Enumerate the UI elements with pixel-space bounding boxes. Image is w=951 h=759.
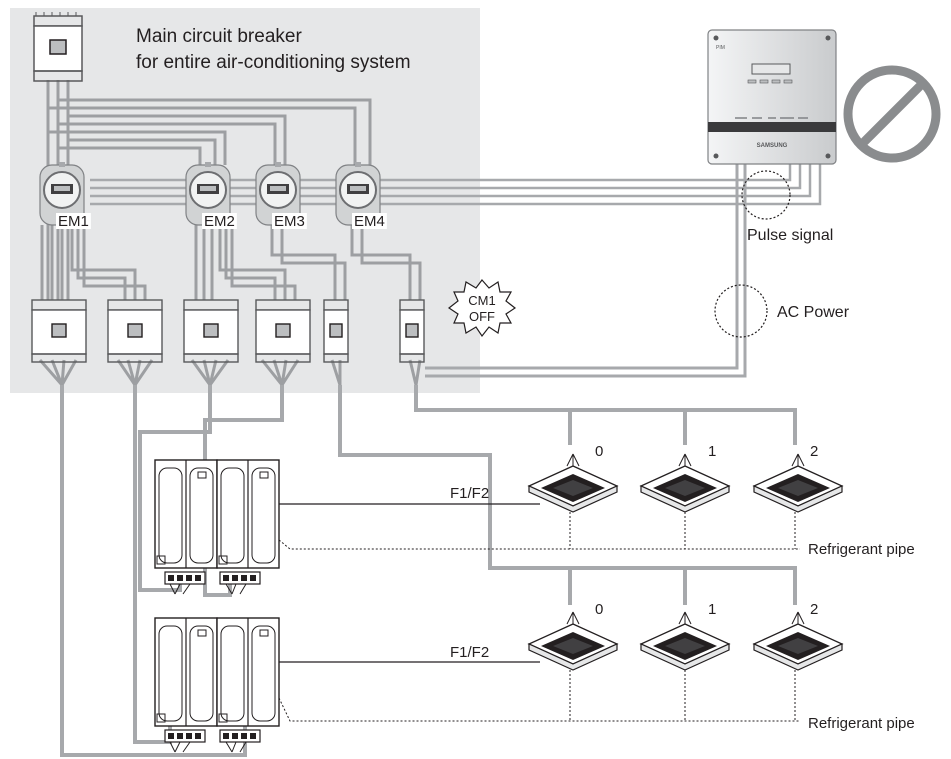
title-line-2: for entire air-conditioning system [136, 52, 411, 73]
energy-meter-2: EM2 [185, 162, 237, 230]
terminal-block [219, 571, 261, 585]
group-1-comm-label: F1/F2 [450, 485, 489, 502]
group-2-unit-1-label: 1 [708, 601, 716, 618]
unit-group-1 [154, 453, 844, 595]
group-2-pipe-label: Refrigerant pipe [808, 715, 915, 732]
energy-meter-label-1: EM1 [58, 213, 89, 230]
group-2-unit-0-label: 0 [595, 601, 603, 618]
pulse-signal-cables [90, 162, 822, 206]
energy-meters: EM1 EM2 EM3 EM4 [39, 162, 387, 230]
starburst-line-1: CM1 [468, 293, 495, 308]
pulse-signal-callout [741, 170, 791, 220]
title-line-1: Main circuit breaker [136, 26, 302, 47]
terminal-block [219, 729, 261, 743]
energy-meter-1: EM1 [39, 162, 91, 230]
indoor-cassette-unit [639, 611, 731, 671]
ac-power-cable [425, 162, 747, 378]
branch-breaker-4 [255, 299, 311, 363]
group-1-unit-2-label: 2 [810, 443, 818, 460]
group-2-comm-label: F1/F2 [450, 644, 489, 661]
ac-power-label: AC Power [777, 304, 850, 321]
outdoor-unit [216, 459, 280, 569]
indoor-cassette-unit [639, 453, 731, 513]
pim-device: PIM SAMSUNG [707, 29, 837, 165]
unit-groups [154, 453, 844, 753]
pim-brand: SAMSUNG [757, 143, 788, 149]
indoor-cassette-unit [527, 453, 619, 513]
group-1-unit-1-label: 1 [708, 443, 716, 460]
energy-meter-label-4: EM4 [354, 213, 385, 230]
power-cables [38, 80, 422, 386]
energy-meter-4: EM4 [335, 162, 387, 230]
energy-meter-label-2: EM2 [204, 213, 235, 230]
branch-breaker-5 [323, 299, 349, 363]
group-2-unit-2-label: 2 [810, 601, 818, 618]
indoor-cassette-unit [527, 611, 619, 671]
outdoor-unit [154, 459, 218, 569]
pim-top-label: PIM [716, 45, 725, 51]
indoor-cassette-unit [752, 453, 844, 513]
branch-breaker-6 [399, 299, 425, 363]
branch-breaker-1 [31, 299, 87, 363]
prohibited-icon [843, 65, 941, 163]
group-1-pipe-label: Refrigerant pipe [808, 541, 915, 558]
indoor-cassette-unit [752, 611, 844, 671]
terminal-block [164, 571, 206, 585]
branch-breaker-3 [183, 299, 239, 363]
outdoor-unit [216, 617, 280, 727]
cm1-off-starburst: CM1 OFF [447, 279, 517, 338]
branch-breaker-2 [107, 299, 163, 363]
starburst-line-2: OFF [469, 309, 495, 324]
terminal-block [164, 729, 206, 743]
energy-meter-3: EM3 [255, 162, 307, 230]
main-breaker [33, 12, 83, 82]
unit-group-2 [154, 611, 844, 753]
pulse-signal-label: Pulse signal [747, 227, 833, 244]
ac-power-callout [714, 284, 768, 338]
energy-meter-label-3: EM3 [274, 213, 305, 230]
outdoor-unit [154, 617, 218, 727]
branch-breakers [31, 299, 425, 363]
group-1-unit-0-label: 0 [595, 443, 603, 460]
